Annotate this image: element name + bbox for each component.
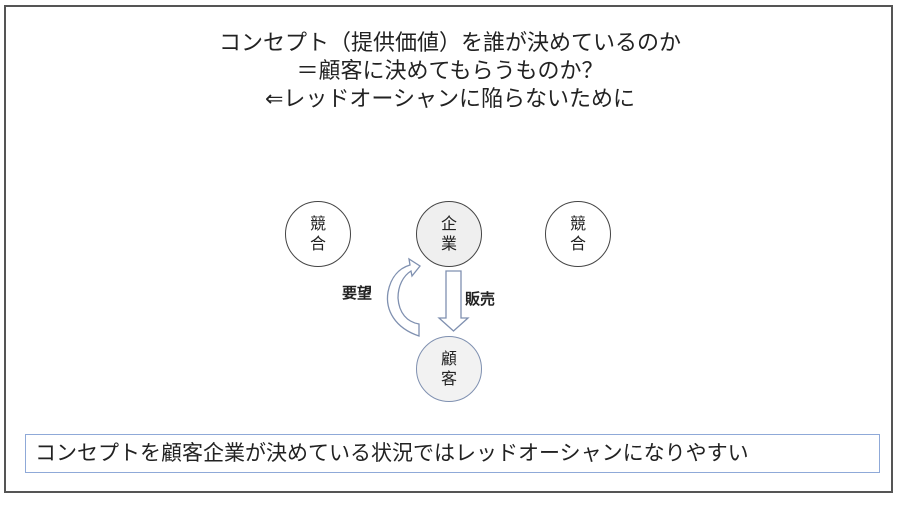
competitor-right-node: 競 合 — [545, 201, 611, 267]
request-label: 要望 — [342, 284, 373, 302]
title-line-2: ＝顧客に決めてもらうものか？ — [296, 59, 604, 84]
node-label: 企 — [440, 214, 457, 233]
node-label: 合 — [309, 234, 326, 253]
company-node: 企 業 — [416, 201, 482, 267]
customer-node: 顧 客 — [416, 336, 482, 402]
node-label: 業 — [440, 234, 457, 253]
title-line-1: コンセプト（提供価値）を誰が決めているのか — [218, 31, 681, 56]
node-label: 競 — [309, 214, 326, 233]
title-line-3: ⇐レッドオーシャンに陥らないために — [265, 87, 635, 112]
node-label: 顧 — [440, 349, 457, 368]
competitor-left-node: 競 合 — [285, 201, 351, 267]
node-label: 客 — [440, 369, 457, 388]
sales-arrow — [437, 270, 470, 332]
summary-box: コンセプトを顧客企業が決めている状況ではレッドオーシャンになりやすい — [25, 434, 880, 473]
node-label: 合 — [569, 234, 586, 253]
sales-label: 販売 — [465, 290, 496, 308]
node-label: 競 — [569, 214, 586, 233]
slide-title: コンセプト（提供価値）を誰が決めているのか ＝顧客に決めてもらうものか？ ⇐レッ… — [0, 30, 900, 114]
slide-frame — [4, 5, 893, 493]
request-curved-arrow — [386, 257, 421, 337]
